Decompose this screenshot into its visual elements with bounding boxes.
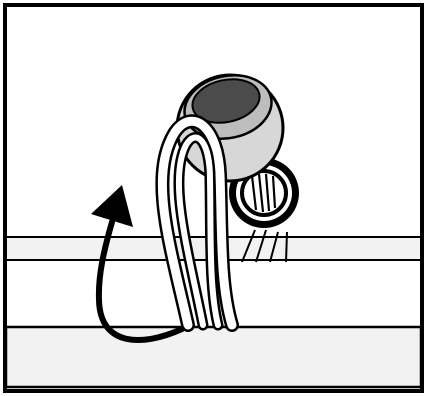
lower-panel (4, 325, 423, 389)
curved-arrow-icon (91, 185, 185, 343)
pull-loop (155, 114, 239, 332)
ring-valve (229, 158, 299, 228)
frame-border (3, 3, 424, 393)
support-struts (241, 229, 288, 263)
